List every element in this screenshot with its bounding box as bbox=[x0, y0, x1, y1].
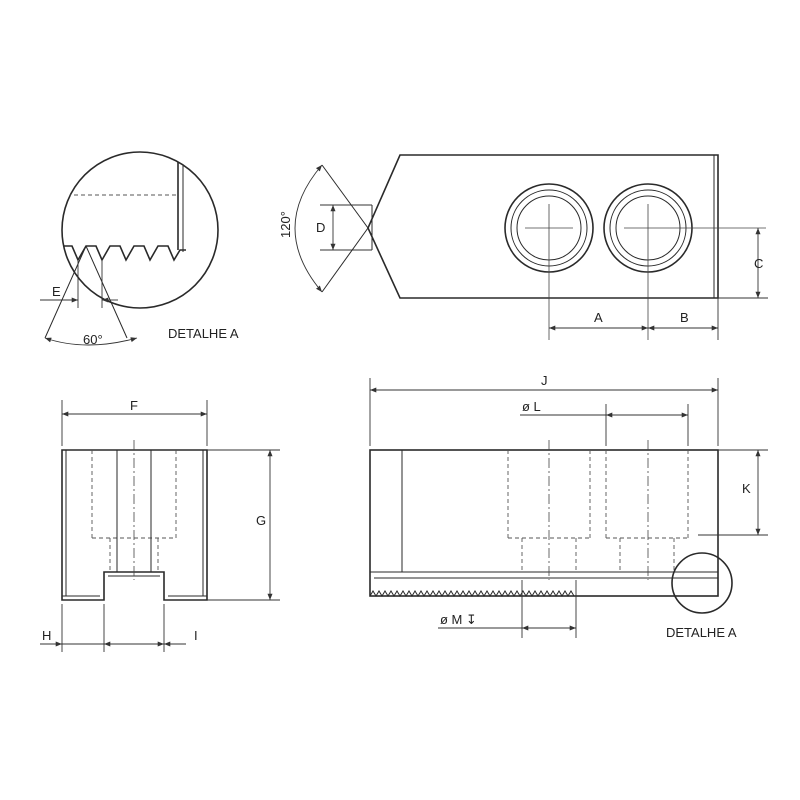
angle-label-120: 120° bbox=[278, 211, 293, 238]
dim-label-j: J bbox=[541, 373, 548, 388]
top-view-outline bbox=[367, 154, 719, 299]
serration-teeth bbox=[62, 245, 186, 262]
top-view: A B C D 120° bbox=[278, 154, 768, 340]
detail-a-caption-top: DETALHE A bbox=[168, 326, 239, 341]
dim-label-l: ø L bbox=[522, 399, 541, 414]
front-serration bbox=[369, 590, 575, 597]
dim-label-b: B bbox=[680, 310, 689, 325]
detail-a-view: E 60° DETALHE A bbox=[40, 151, 239, 347]
detail-a-marker-circle bbox=[671, 552, 733, 614]
dim-label-f: F bbox=[130, 398, 138, 413]
dim-label-e: E bbox=[52, 284, 61, 299]
side-view: F G H I bbox=[40, 398, 280, 652]
dim-label-m: ø M ↧ bbox=[440, 612, 477, 627]
detail-a-caption-bottom: DETALHE A bbox=[666, 625, 737, 640]
angle-label-60: 60° bbox=[83, 332, 103, 347]
dim-label-h: H bbox=[42, 628, 51, 643]
hole-right bbox=[603, 183, 766, 340]
front-view: DETALHE A J ø L K ø M ↧ bbox=[369, 373, 768, 640]
side-view-outline bbox=[61, 449, 208, 601]
dim-label-c: C bbox=[754, 256, 763, 271]
dim-label-d: D bbox=[316, 220, 325, 235]
dim-label-i: I bbox=[194, 628, 198, 643]
dim-label-g: G bbox=[256, 513, 266, 528]
hole-left bbox=[504, 183, 594, 340]
front-view-outline bbox=[369, 449, 719, 597]
detail-a-circle bbox=[61, 151, 219, 309]
dim-label-a: A bbox=[594, 310, 603, 325]
dim-label-k: K bbox=[742, 481, 751, 496]
